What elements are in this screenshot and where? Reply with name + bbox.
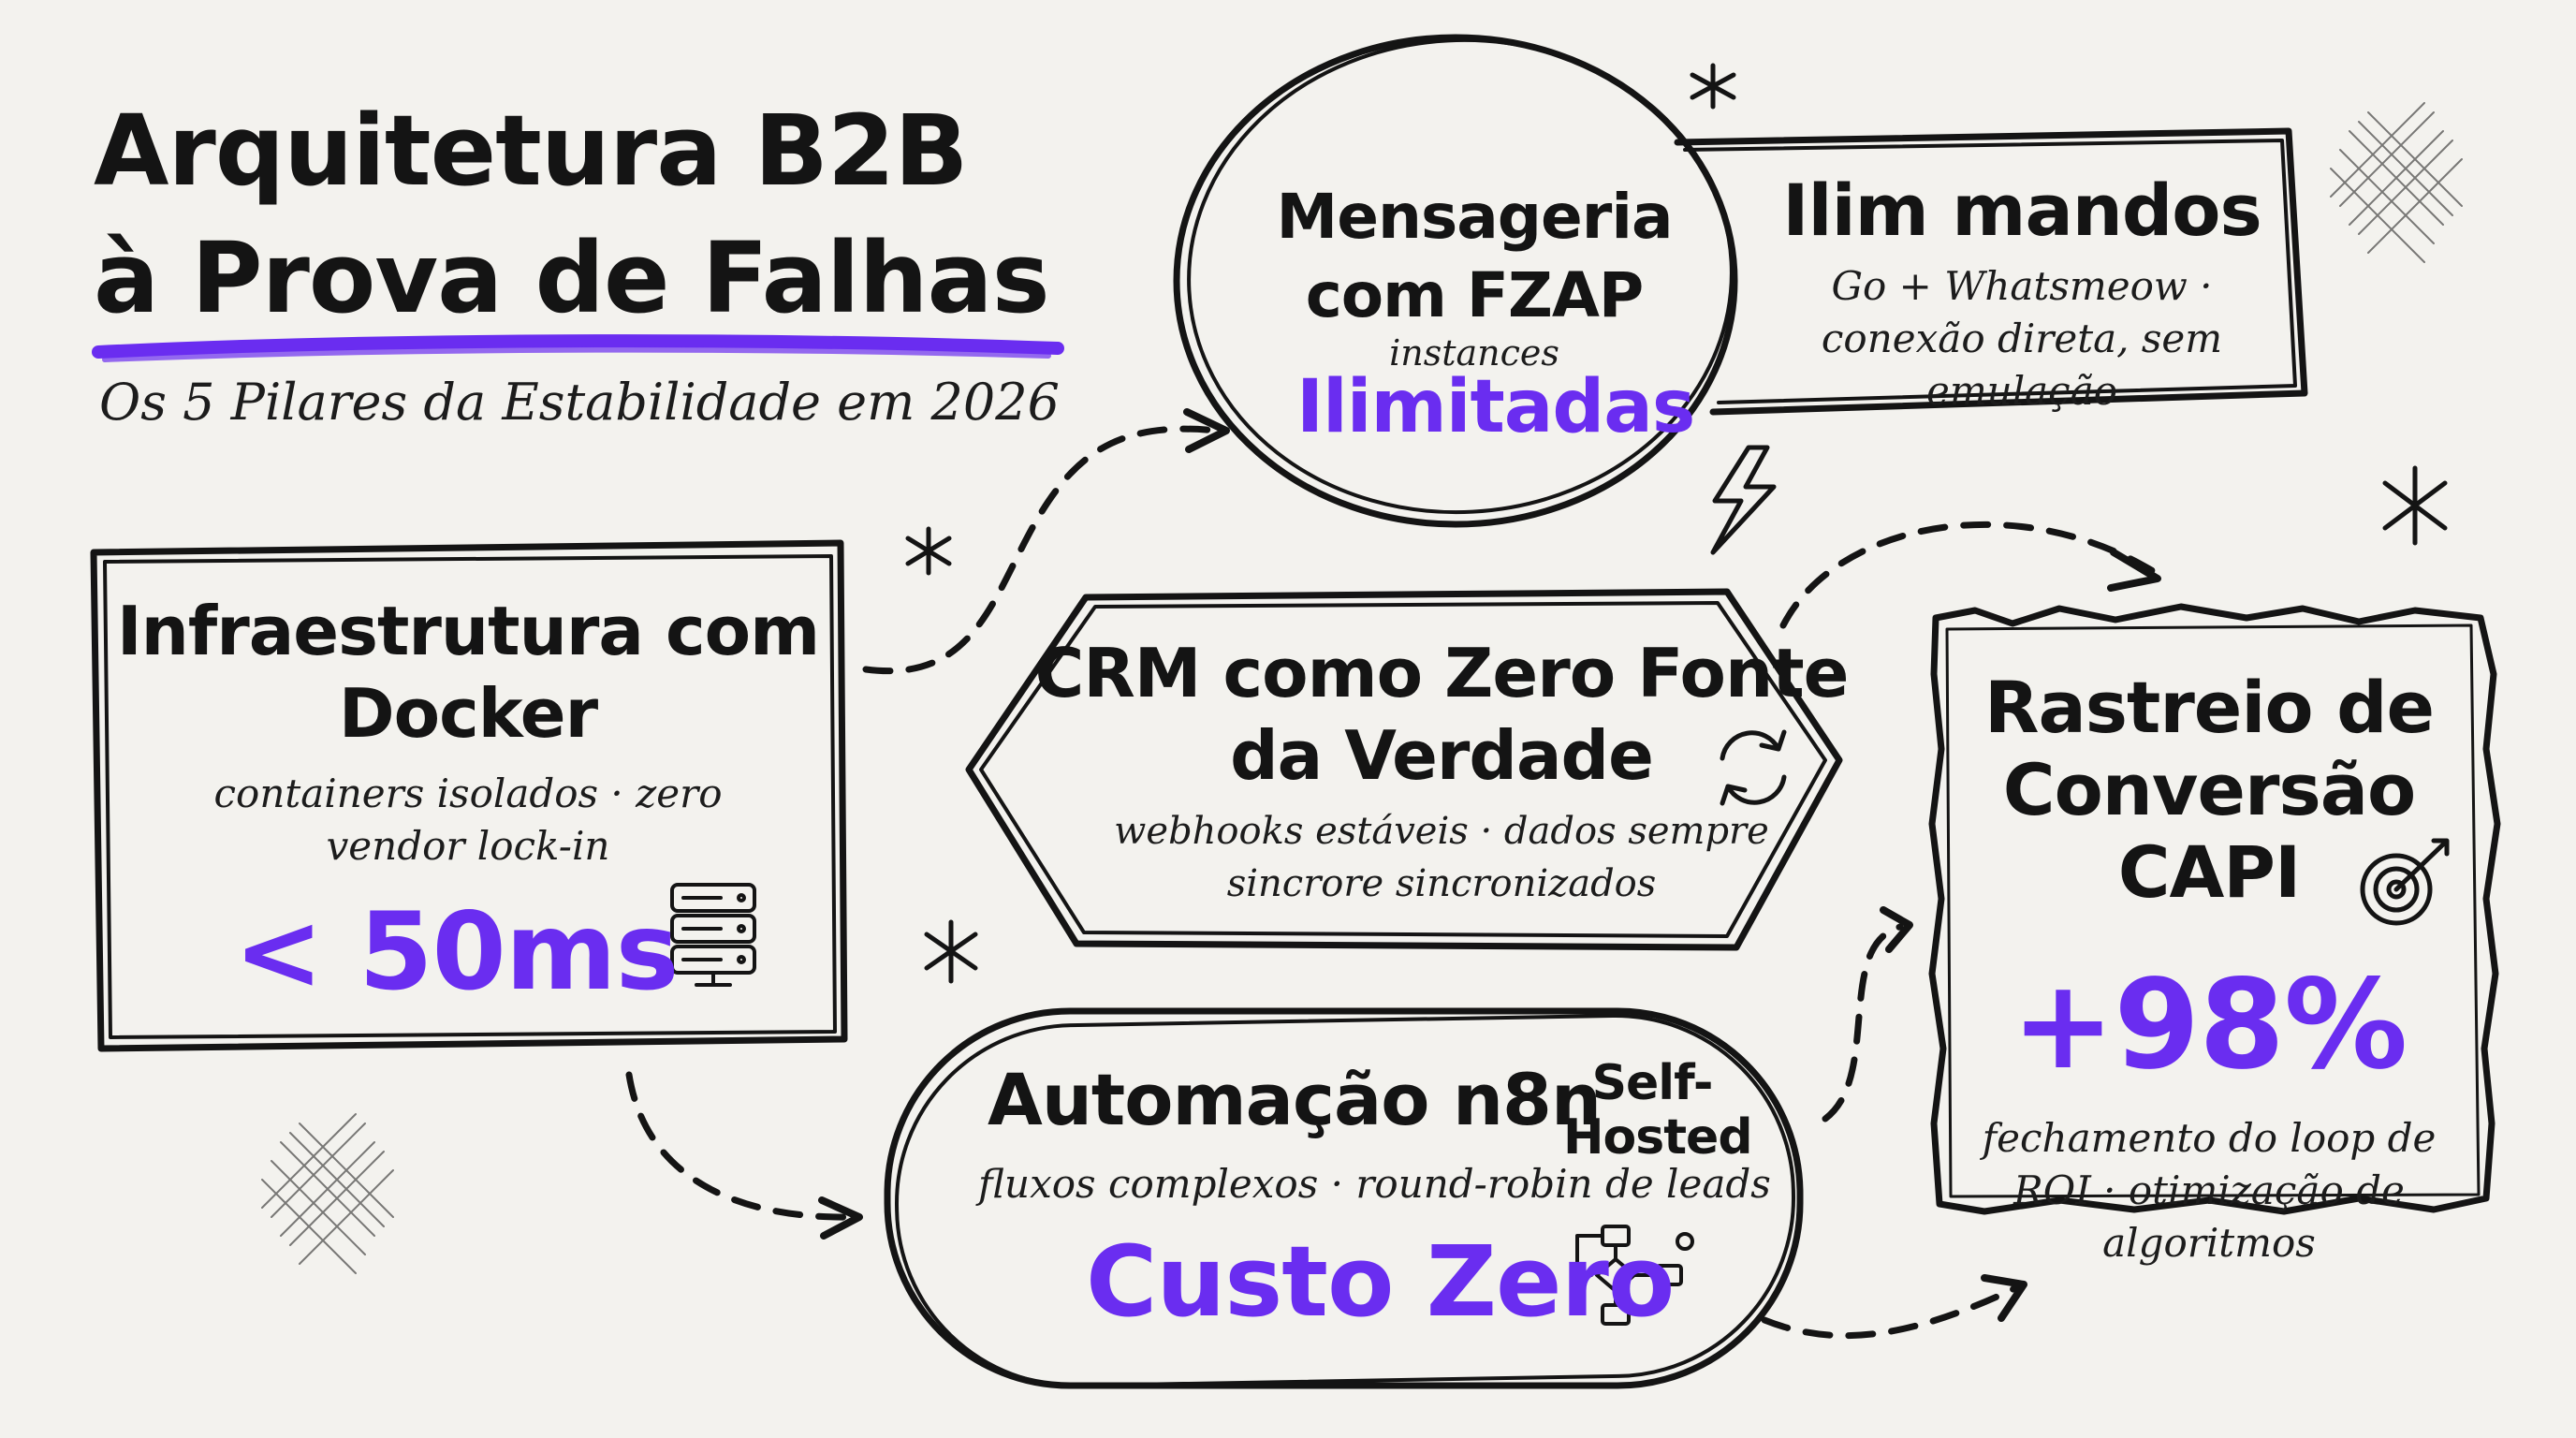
docker-node-title: Infraestrutura com Docker bbox=[116, 592, 820, 753]
tracking-node-metric: +98% bbox=[2011, 953, 2408, 1097]
lightning-icon bbox=[1710, 445, 1777, 555]
automation-node-metric: Custo Zero bbox=[1086, 1225, 1675, 1339]
page-title-line-2: à Prova de Falhas bbox=[94, 221, 1050, 335]
arrow-automation-tracking-low bbox=[1761, 1284, 2021, 1340]
arrowhead-2 bbox=[2107, 549, 2161, 592]
limits-node-title: Ilim mandos bbox=[1782, 169, 2261, 252]
limits-node-description: Go + Whatsmeow · conexão direta, sem emu… bbox=[1821, 263, 2223, 414]
arrow-docker-messaging bbox=[862, 425, 1221, 675]
workflow-icon bbox=[1575, 1225, 1694, 1326]
page-subtitle: Os 5 Pilares da Estabilidade em 2026 bbox=[99, 373, 1060, 432]
automation-node-description: fluxos complexos · round-robin de leads bbox=[978, 1161, 1771, 1207]
messaging-node-small-label: instances bbox=[1389, 332, 1559, 374]
limits-box-outline bbox=[1674, 127, 2308, 416]
messaging-node-metric: Ilimitadas bbox=[1296, 365, 1695, 449]
docker-node-description: containers isolados · zero vendor lock-i… bbox=[213, 770, 723, 869]
arrow-docker-automation bbox=[625, 1071, 856, 1221]
sparkle-icon bbox=[905, 63, 2448, 984]
docker-box-outline bbox=[90, 539, 848, 1052]
crm-node-title: CRM como Zero Fonte da Verdade bbox=[1034, 634, 1849, 795]
crm-hexagon-outline bbox=[965, 588, 1843, 951]
arrowhead-5 bbox=[1981, 1274, 2027, 1322]
server-stack-icon bbox=[670, 883, 756, 987]
hatch-texture bbox=[261, 102, 2463, 1274]
arrow-crm-tracking bbox=[1779, 521, 2157, 629]
automation-node-tag: Self-Hosted bbox=[1563, 1055, 1753, 1166]
title-underline bbox=[92, 334, 1064, 359]
messaging-node-title: Mensageria com FZAP bbox=[1276, 181, 1674, 331]
arrowhead-3 bbox=[1880, 906, 1913, 953]
docker-node-metric: < 50ms bbox=[234, 889, 679, 1014]
arrowhead-4 bbox=[818, 1196, 863, 1240]
crm-node-description: webhooks estáveis · dados sempre sincror… bbox=[1114, 810, 1769, 905]
arrow-automation-tracking-mid bbox=[1822, 923, 1904, 1123]
automation-node-title: Automação n8n bbox=[988, 1058, 1602, 1141]
target-icon bbox=[2360, 838, 2450, 926]
tracking-node-description: fechamento do loop de ROI · otimização d… bbox=[1982, 1115, 2437, 1266]
arrowhead-1 bbox=[1183, 408, 1230, 453]
messaging-circle-outline bbox=[1173, 34, 1738, 528]
sync-icon bbox=[1720, 729, 1787, 806]
tracking-box-outline bbox=[1928, 603, 2501, 1215]
automation-stadium-outline bbox=[884, 1007, 1804, 1389]
page-title-line-1: Arquitetura B2B bbox=[94, 94, 968, 208]
tracking-node-title: Rastreio de Conversão CAPI bbox=[1983, 666, 2435, 914]
